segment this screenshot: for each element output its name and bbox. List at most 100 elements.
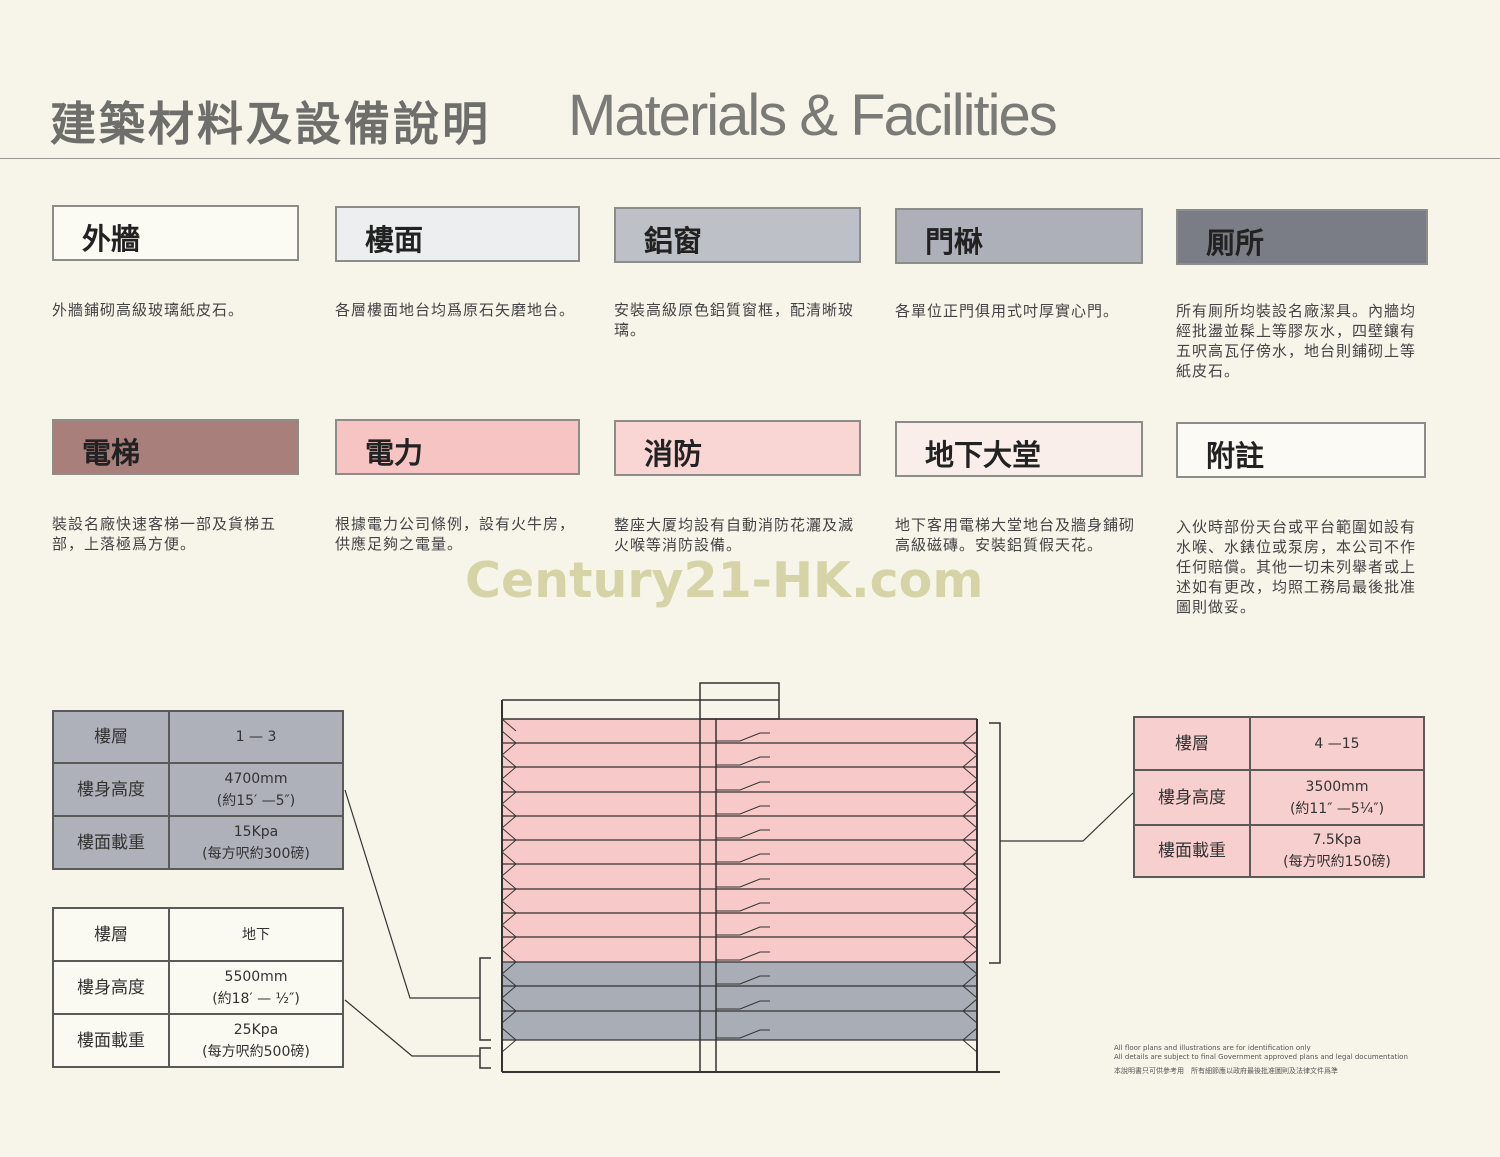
desc-exterior-wall: 外牆鋪砌高級玻璃紙皮石。 [52,301,245,319]
desc-remarks: 入伙時部份天台或平台範圍如設有水喉、水錶位或泵房，本公司不作任何賠償。其他一切未… [1176,518,1417,616]
leader-ground [344,999,480,1057]
desc-floor: 各層樓面地台均爲原石矢磨地台。 [335,301,576,319]
stair-flight [716,829,770,839]
right-stair-mark [962,730,978,756]
stair-flight [716,951,770,961]
category-remarks: 附註 [1176,422,1426,478]
roof-structure [699,682,780,720]
disclaimer-en-2: All details are subject to final Governm… [1114,1053,1408,1061]
left-stair-mark [501,718,517,732]
left-stair-mark [501,900,517,926]
left-stair-mark [501,754,517,780]
right-stair-mark [962,827,978,853]
stair-flight [716,1000,770,1010]
floor-label: 樓層 [52,907,170,962]
height-value: 3500mm [1305,778,1369,795]
load-note: (每方呎約500磅) [202,1043,310,1060]
disclaimer-zh: 本說明書只可供參考用 所有細節應以政府最後批准圖則及法律文件爲準 [1114,1067,1338,1075]
stair-flight [716,902,770,912]
bracket-upper [989,722,1001,964]
desc-aluminium-window: 安裝高級原色鋁質窗框，配清晰玻璃。 [614,301,855,339]
load-label: 樓面載重 [52,815,170,870]
stair-flight [716,756,770,766]
right-stair-mark [962,779,978,805]
left-stair-mark [501,924,517,950]
left-stair-mark [501,1027,517,1053]
left-stair-mark [501,998,517,1024]
load-value: 25Kpa [233,1021,279,1038]
category-exterior-wall: 外牆 [52,205,299,261]
height-label: 樓身高度 [1133,769,1251,826]
load-note: (每方呎約150磅) [1283,854,1391,870]
load-label: 樓面載重 [1133,824,1251,878]
category-title: 門㮟 [925,225,984,259]
right-stair-mark [962,924,978,950]
floor-value: 地下 [168,907,344,962]
stair-flight [716,926,770,936]
leader-floors-1-3 [344,789,480,999]
desc-lift: 裝設名廠快速客梯一部及貨梯五部，上落極爲方便。 [52,515,277,553]
category-ground-lobby: 地下大堂 [895,421,1143,477]
category-title: 地下大堂 [925,438,1042,472]
desc-power: 根據電力公司條例，設有火牛房，供應足夠之電量。 [335,515,576,553]
category-title: 鋁窗 [644,224,703,258]
category-power: 電力 [335,419,580,475]
left-stair-mark [501,949,517,975]
stair-flight [716,853,770,863]
category-lift: 電梯 [52,419,299,475]
load-note: (每方呎約300磅) [202,845,310,862]
stair-flight [716,975,770,985]
load-label: 樓面載重 [52,1013,170,1068]
stair-flight [716,878,770,888]
category-toilet: 厠所 [1176,209,1428,265]
floor-label: 樓層 [1133,716,1251,771]
desc-ground-lobby: 地下客用電梯大堂地台及牆身鋪砌高級磁磚。安裝鋁質假天花。 [895,516,1136,554]
height-value: 5500mm [224,968,288,985]
watermark: Century21-HK.com [465,552,984,609]
left-stair-mark [501,730,517,756]
left-stair-mark [501,876,517,902]
desc-doors: 各單位正門俱用式吋厚實心門。 [895,302,1120,320]
floor-label: 樓層 [52,710,170,764]
height-label: 樓身高度 [52,960,170,1015]
page-title-zh: 建築材料及設備說明 [50,97,491,151]
height-note: (約15′ —5″) [216,792,296,809]
desc-toilet: 所有厠所均裝設名廠潔具。內牆均經批盪並髹上等膠灰水，四壁鑲有五呎高瓦仔傍水，地台… [1176,302,1417,380]
right-stair-mark [962,949,978,975]
disclaimer-en-1: All floor plans and illustrations are fo… [1114,1044,1311,1052]
leader-floors-4-15 [1000,792,1134,842]
left-stair-mark [501,973,517,999]
left-stair-mark [501,803,517,829]
stair-flight [716,781,770,791]
category-title: 消防 [644,437,703,471]
load-value: 7.5Kpa [1312,832,1362,848]
category-title: 外牆 [82,222,141,256]
bracket-lower [479,957,491,1041]
category-title: 厠所 [1206,226,1265,260]
stair-flight [716,732,770,742]
category-title: 附註 [1206,439,1265,473]
stair-flight [716,805,770,815]
category-doors: 門㮟 [895,208,1143,264]
right-stair-mark [962,998,978,1024]
right-stair-mark [962,900,978,926]
category-fire-services: 消防 [614,420,861,476]
right-stair-mark [962,803,978,829]
right-stair-mark [962,973,978,999]
right-stair-mark [962,851,978,877]
lower-floors-fill [502,962,977,1040]
height-value: 4700mm [224,770,288,787]
height-note: (約11″ —5¼″) [1289,800,1385,817]
category-title: 樓面 [365,223,424,257]
right-stair-mark [962,876,978,902]
height-label: 樓身高度 [52,762,170,817]
left-stair-mark [501,851,517,877]
left-stair-mark [501,827,517,853]
category-title: 電力 [365,436,424,470]
height-note: (約18′ — ½″) [212,990,300,1007]
category-aluminium-window: 鋁窗 [614,207,861,263]
floor-value: 4 —15 [1249,716,1425,771]
header-divider [0,158,1500,159]
